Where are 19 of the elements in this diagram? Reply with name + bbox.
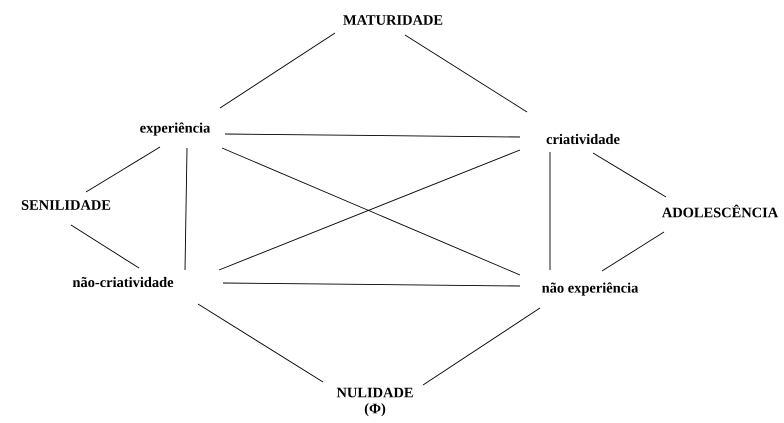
connector-line — [404, 34, 528, 112]
connector-line — [592, 152, 666, 198]
node-label: ADOLESCÊNCIA — [662, 204, 778, 218]
connector-line — [422, 308, 540, 386]
node-label: criatividade — [546, 134, 620, 144]
connector-line — [70, 224, 140, 268]
node-label: NULIDADE (Φ) — [336, 388, 413, 416]
node-label: SENILIDADE — [22, 200, 110, 210]
node-label: experiência — [140, 122, 210, 136]
node-label: não experiência — [542, 282, 638, 296]
connector-line — [184, 148, 188, 270]
connector-line — [602, 232, 664, 272]
connector-line — [198, 304, 324, 382]
connector-line — [224, 134, 520, 138]
connector-line — [220, 32, 336, 108]
node-label: não-criatividade — [72, 276, 174, 288]
connector-line — [222, 282, 520, 286]
node-label: MATURIDADE — [343, 15, 442, 25]
connector-line — [86, 146, 160, 192]
